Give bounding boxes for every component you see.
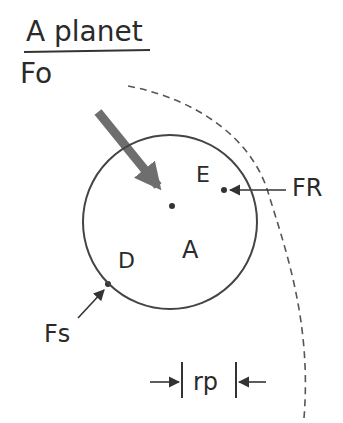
- title: A planet: [26, 18, 143, 46]
- dimension-bar: [181, 362, 183, 398]
- point-label: A: [182, 238, 198, 262]
- force-arrow: [98, 112, 158, 186]
- dimension-arrow: [150, 381, 179, 383]
- center-dot: [169, 203, 175, 209]
- force-label: Fo: [20, 60, 52, 88]
- point-label: E: [196, 164, 210, 186]
- planet-circle: A: [82, 134, 258, 310]
- force-arrow: [78, 290, 104, 318]
- force-arrow: [230, 189, 286, 191]
- force-label: Fs: [44, 322, 70, 346]
- point-label: D: [118, 250, 135, 272]
- force-label: FR: [292, 176, 322, 200]
- point-dot: [221, 187, 227, 193]
- title-underline: [24, 50, 150, 52]
- dimension-arrow: [239, 381, 266, 383]
- dimension-label: rp: [193, 370, 218, 394]
- point-dot: [105, 281, 111, 287]
- dimension-bar: [235, 362, 237, 398]
